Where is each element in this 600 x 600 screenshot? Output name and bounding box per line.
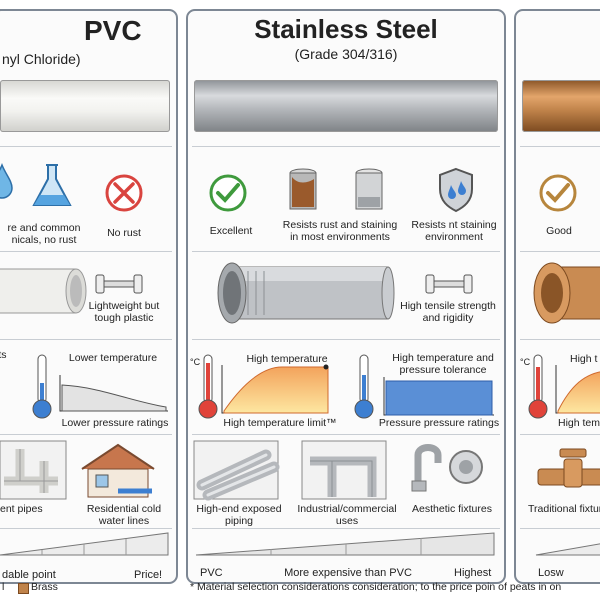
pvc-divider: [0, 146, 172, 147]
pvc-pressure-label: Lower pressure ratings: [61, 417, 169, 429]
stainless-divider: [192, 146, 500, 147]
brass-legend-swatch: [18, 583, 29, 594]
pvc-app-label-2: Residential cold water lines: [86, 503, 162, 528]
stainless-temp-unit: °C: [190, 357, 201, 367]
house-icon: [81, 443, 155, 498]
stainless-app-label-3: Aesthetic fixtures: [412, 503, 492, 515]
pvc-pipe-image: [0, 80, 170, 132]
brass-divider: [520, 528, 600, 529]
pvc-pressure-curve: [59, 375, 168, 412]
pipe-system-icon: [0, 440, 67, 500]
pvc-app-label-1: ent pipes: [0, 503, 43, 515]
stainless-pressure-label: Pressure pressure ratings: [378, 417, 500, 429]
legend-label: Brass: [31, 581, 58, 593]
pvc-cut-pipe-icon: [0, 268, 87, 314]
pvc-divider: [0, 528, 172, 529]
brass-cost-bar: [535, 543, 600, 556]
rusty-can-icon: [289, 168, 317, 210]
brass-app-label: Traditional fixtur: [528, 503, 600, 515]
pvc-title: PVC: [84, 15, 142, 46]
brass-divider: [520, 339, 600, 340]
pvc-corrosion-label: re and common nicals, no rust: [7, 222, 81, 247]
brass-temp-label-2: High temp: [558, 417, 600, 429]
brass-cost-left: Losw: [538, 567, 564, 579]
stainless-title: Stainless Steel: [254, 14, 438, 44]
stainless-divider: [192, 434, 500, 435]
stainless-temp-limit-label: High temperature limit™: [223, 417, 337, 429]
stainless-subtitle: (Grade 304/316): [294, 46, 398, 62]
stainless-cost-right: Highest: [454, 567, 492, 579]
stainless-strength-label: High tensile strength and rigidity: [400, 300, 496, 325]
brass-divider: [520, 146, 600, 147]
footnote: * Material selection considerations cons…: [190, 581, 562, 593]
stainless-cost-bar: [195, 532, 495, 556]
flask-icon: [32, 164, 72, 206]
brass-divider: [520, 251, 600, 252]
stainless-temp-curve: [221, 364, 329, 414]
stainless-divider: [192, 251, 500, 252]
brass-temp-unit: °C: [520, 357, 531, 367]
pvc-cost-bar: [0, 532, 169, 556]
threaded-pipe-icon: [217, 262, 395, 324]
stainless-divider: [192, 339, 500, 340]
brass-valve-icon: [537, 448, 600, 488]
shield-icon: [439, 167, 473, 213]
thermometer-hot-icon: [528, 354, 548, 419]
clean-can-icon: [355, 168, 383, 210]
thermometer-cool-icon: [354, 354, 374, 419]
stainless-pipe-image: [194, 80, 498, 132]
dumbbell-icon: [425, 274, 473, 294]
stainless-pressure-title: High temperature and pressure tolerance: [392, 352, 494, 377]
check-circle-icon: [209, 174, 247, 212]
stainless-app-label-1: High-end exposed piping: [196, 503, 282, 528]
industrial-pipes-icon: [301, 440, 387, 500]
pvc-temp-fragment: its: [0, 349, 7, 361]
thermometer-icon: [32, 354, 52, 419]
pvc-divider: [0, 251, 172, 252]
pvc-weight-label: Lightweight but tough plastic: [88, 300, 160, 325]
stainless-pressure-bar: [383, 377, 494, 416]
pvc-cost-left: dable point: [2, 569, 56, 581]
water-drop-icon: [0, 162, 13, 199]
stainless-divider: [192, 528, 500, 529]
brass-divider: [520, 434, 600, 435]
stainless-app-label-2: Industrial/commercial uses: [297, 503, 397, 528]
legend-mark: l: [2, 581, 5, 593]
stainless-rating-label: Excellent: [209, 225, 253, 237]
stainless-corrosion-label: Resists rust and staining in most enviro…: [282, 219, 398, 244]
pvc-no-rust-label: No rust: [107, 227, 141, 239]
pvc-divider: [0, 339, 172, 340]
brass-pipe-fitting-icon: [533, 262, 600, 324]
dumbbell-icon: [95, 274, 143, 294]
brass-temp-curve: [555, 365, 600, 414]
thermometer-hot-icon: [198, 354, 218, 419]
stainless-corrosion2-label: Resists nt staining environment: [411, 219, 497, 244]
brass-panel: Good °C High t High temp Traditional fix…: [514, 9, 600, 584]
no-symbol-icon: [105, 174, 143, 212]
faucet-icon: [411, 444, 483, 492]
stainless-cost-left: PVC: [200, 567, 223, 579]
pvc-cost-right: Price!: [134, 569, 163, 581]
brass-rating-label: Good: [546, 225, 572, 237]
pvc-divider: [0, 434, 172, 435]
check-circle-gold-icon: [539, 174, 577, 212]
stainless-panel: Stainless Steel (Grade 304/316) Excellen…: [186, 9, 506, 584]
stainless-temp-label: High temperature: [246, 353, 328, 365]
brass-temp-label: High t: [570, 353, 598, 365]
brass-pipe-image: [522, 80, 600, 132]
pvc-temp-label: Lower temperature: [68, 352, 158, 364]
exposed-piping-icon: [193, 440, 280, 501]
pvc-subtitle: nyl Chloride): [2, 51, 81, 67]
stainless-cost-mid: More expensive than PVC: [284, 567, 412, 579]
pvc-panel: PVC nyl Chloride) re and common nicals, …: [0, 9, 178, 584]
